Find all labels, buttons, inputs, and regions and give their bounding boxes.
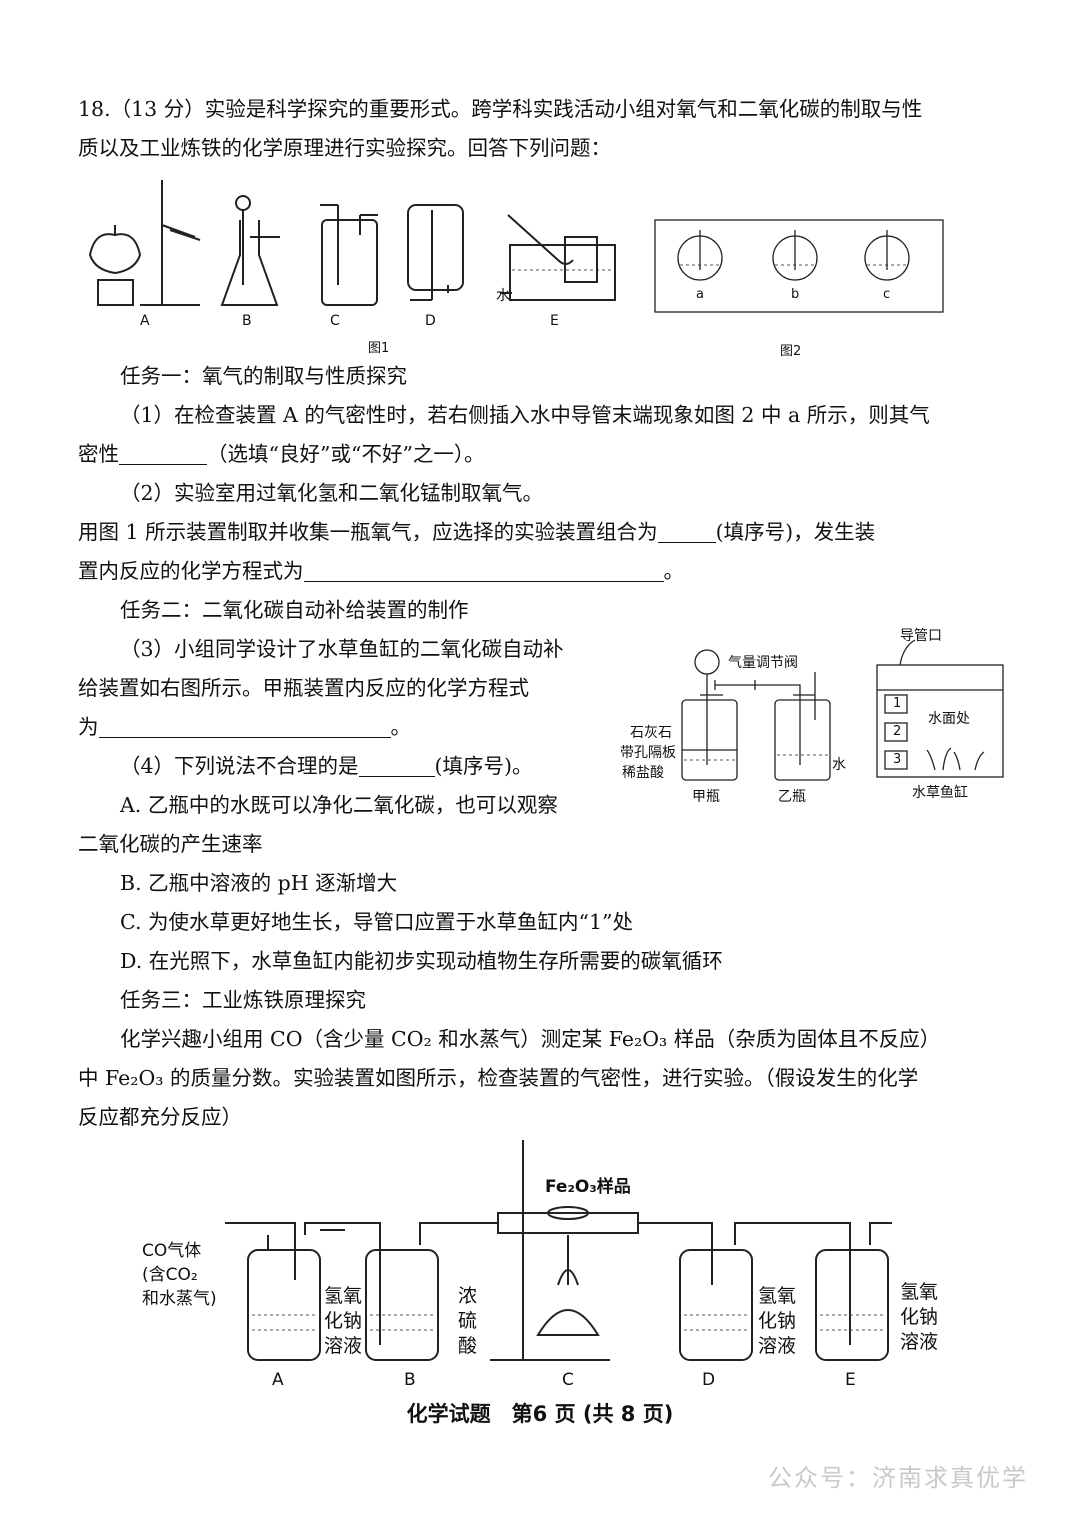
q2-equation-blank[interactable] (303, 559, 664, 582)
label-surface: 水面处 (928, 711, 970, 727)
task2-q4: （4）下列说法不合理的是 (填序号)。 (120, 751, 533, 781)
app-label-c: C (562, 1370, 574, 1390)
q3-text-a: 为 (78, 715, 99, 739)
label-valve: 气量调节阀 (728, 655, 798, 671)
label-h2so4: 浓硫酸 (458, 1285, 478, 1357)
task1-q1-line1: （1）在检查装置 A 的气密性时，若右侧插入水中导管末端现象如图 2 中 a 所… (120, 403, 930, 427)
task3-para-line1: 化学兴趣小组用 CO（含少量 CO₂ 和水蒸气）测定某 Fe₂O₃ 样品（杂质为… (120, 1027, 941, 1051)
task3-para-line2: 中 Fe₂O₃ 的质量分数。实验装置如图所示，检查装置的气密性，进行实验。（假设… (78, 1066, 919, 1090)
option-b: B. 乙瓶中溶液的 pH 逐渐增大 (120, 871, 398, 895)
q1-text-b: （选填“良好”或“不好”之一）。 (207, 442, 485, 466)
q1-answer-blank[interactable] (119, 442, 207, 465)
fig1-water-label: 水 (496, 288, 510, 304)
label-water: 水 (832, 757, 846, 773)
fig1-label-b: B (242, 313, 252, 329)
question-intro-line2: 质以及工业炼铁的化学原理进行实验探究。回答下列问题： (78, 136, 611, 160)
q1-text-a: 密性 (78, 442, 119, 466)
app-label-d: D (702, 1370, 716, 1390)
task3-title: 任务三：工业炼铁原理探究 (120, 988, 366, 1012)
task2-q3-line3: 为。 (78, 712, 411, 742)
task2-q3-line1: （3）小组同学设计了水草鱼缸的二氧化碳自动补 (120, 637, 564, 661)
watermark: 公众号：济南求真优学 (768, 1464, 1028, 1492)
q2-eq-text: 置内反应的化学方程式为 (78, 559, 304, 583)
figure2-caption: 图2 (780, 344, 802, 359)
q2-text-b: (填序号)，发生装 (715, 520, 876, 544)
task2-title: 任务二：二氧化碳自动补给装置的制作 (120, 598, 469, 622)
fig1-label-e: E (550, 313, 559, 329)
app-label-b: B (404, 1370, 416, 1390)
task1-q1-line2: 密性 （选填“良好”或“不好”之一）。 (78, 439, 485, 469)
task1-q2-line3: 置内反应的化学方程式为 。 (78, 556, 684, 586)
task3-para-line3: 反应都充分反应） (78, 1105, 242, 1129)
app-label-a: A (272, 1370, 284, 1390)
tank-position-2: 2 (893, 724, 902, 739)
q2-eq-end: 。 (663, 559, 685, 583)
task1-title: 任务一：氧气的制取与性质探究 (120, 364, 407, 388)
label-jia-bottle: 甲瓶 (692, 789, 720, 805)
iron-smelting-apparatus (225, 1140, 892, 1361)
fig2-label-a: a (696, 287, 704, 302)
question-intro-line1: 18.（13 分）实验是科学探究的重要形式。跨学科实践活动小组对氧气和二氧化碳的… (78, 97, 923, 121)
q2-answer-blank[interactable] (657, 520, 716, 543)
page-footer: 化学试题 第6 页 (共 8 页) (406, 1402, 674, 1426)
fig2-label-c: c (883, 287, 891, 302)
label-naoh-a: 氢氧化钠溶液 (324, 1285, 363, 1357)
figure1-caption: 图1 (368, 341, 390, 356)
q4-answer-blank[interactable] (358, 754, 435, 777)
label-fe2o3-sample: Fe₂O₃样品 (545, 1177, 631, 1197)
label-co-gas-2: (含CO₂ (142, 1265, 198, 1285)
label-naoh-e: 氢氧化钠溶液 (900, 1281, 939, 1353)
task1-q2-line2: 用图 1 所示装置制取并收集一瓶氧气，应选择的实验装置组合为 (填序号)，发生装 (78, 517, 875, 547)
co2-supply-diagram (681, 639, 1004, 781)
task2-q3-line2: 给装置如右图所示。甲瓶装置内反应的化学方程式 (78, 676, 529, 700)
fig2-label-b: b (791, 287, 800, 302)
q3-text-b: 。 (390, 715, 412, 739)
fig1-label-c: C (330, 313, 340, 329)
option-c: C. 为使水草更好地生长，导管口应置于水草鱼缸内“1”处 (120, 910, 633, 934)
q2-text-a: 用图 1 所示装置制取并收集一瓶氧气，应选择的实验装置组合为 (78, 520, 658, 544)
figure2-bubbles (654, 219, 944, 313)
label-limestone: 石灰石 (630, 725, 672, 741)
tank-position-3: 3 (893, 752, 902, 767)
fig1-label-a: A (140, 313, 150, 329)
option-d: D. 在光照下，水草鱼缸内能初步实现动植物生存所需要的碳氧循环 (120, 949, 723, 973)
label-co-gas: CO气体 (142, 1241, 202, 1261)
label-acid: 稀盐酸 (622, 765, 664, 781)
tank-position-1: 1 (893, 696, 902, 711)
option-a-line2: 二氧化碳的产生速率 (78, 832, 263, 856)
q4-text-b: (填序号)。 (434, 754, 533, 778)
figure1-apparatus (88, 180, 616, 306)
q4-text-a: （4）下列说法不合理的是 (120, 754, 359, 778)
label-naoh-d: 氢氧化钠溶液 (758, 1285, 797, 1357)
label-outlet: 导管口 (900, 628, 942, 644)
task1-q2-line1: （2）实验室用过氧化氢和二氧化锰制取氧气。 (120, 481, 544, 505)
app-label-e: E (845, 1370, 856, 1390)
fig1-label-d: D (425, 313, 436, 329)
q3-equation-blank[interactable] (98, 715, 391, 738)
label-co-gas-3: 和水蒸气) (142, 1289, 217, 1309)
label-tank: 水草鱼缸 (912, 785, 968, 801)
label-yi-bottle: 乙瓶 (778, 789, 806, 805)
label-plate: 带孔隔板 (620, 745, 676, 761)
option-a-line1: A. 乙瓶中的水既可以净化二氧化碳，也可以观察 (120, 793, 558, 817)
